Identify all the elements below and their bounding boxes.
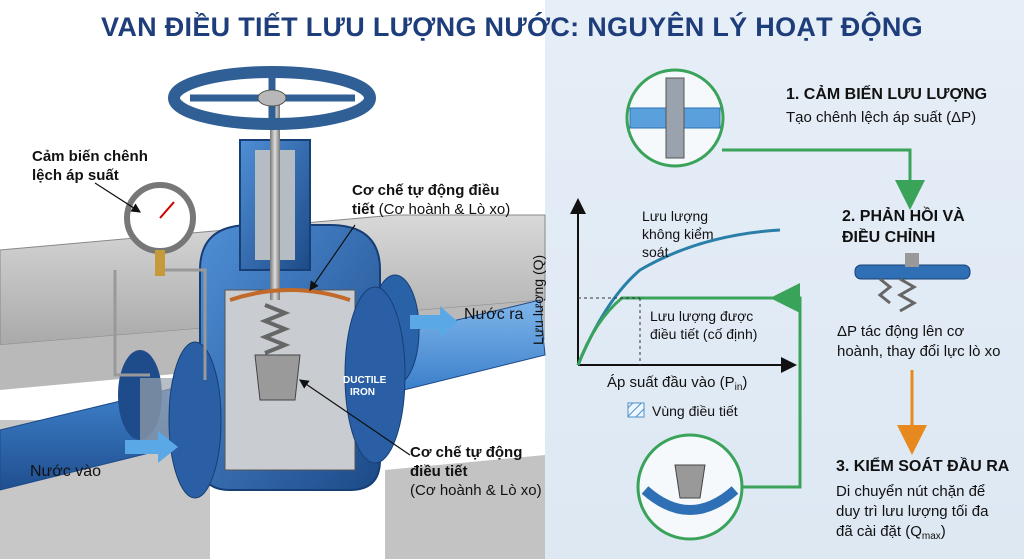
- feedback-arrow: [742, 283, 802, 489]
- step1-to-step2-arrow: [722, 148, 925, 210]
- inlet-label: Nước vào: [30, 463, 101, 480]
- valve-plug-icon: [636, 433, 744, 541]
- step3-subscript: max: [921, 531, 941, 542]
- mechanism-top-line1: Cơ chế tự động điều: [352, 182, 500, 199]
- flow-chart: [570, 198, 797, 418]
- chart-y-label: Lưu lượng (Q): [530, 254, 546, 345]
- step3-text-line2: duy trì lưu lượng tối đa: [836, 503, 989, 520]
- uncontrolled-label-line3: soát: [642, 244, 669, 260]
- step3-text-line3: đã cài đặt (Q: [836, 523, 922, 540]
- mechanism-bottom-line1: Cơ chế tự động: [410, 444, 523, 461]
- step1-text: Tạo chênh lệch áp suất (ΔP): [786, 109, 977, 126]
- sensor-label: Cảm biến chênh lệch áp suất: [32, 147, 148, 185]
- body-mark-line1: DUCTILE: [343, 375, 387, 386]
- body-mark-line2: IRON: [350, 387, 375, 398]
- step3-heading: 3. KIỂM SOÁT ĐẦU RA: [836, 458, 1010, 475]
- mechanism-top-callout-line: [309, 224, 356, 291]
- chart-x-label-text: Áp suất đầu vào (P: [607, 374, 735, 391]
- step2-text: ΔP tác động lên cơ hoành, thay đổi lực l…: [837, 322, 1000, 362]
- sensor-label-line2: lệch áp suất: [32, 167, 119, 184]
- uncontrolled-label: Lưu lượng không kiểm soát: [642, 207, 714, 261]
- step2-heading-line2: ĐIỀU CHỈNH: [842, 229, 936, 246]
- step2-text-line2: hoành, thay đổi lực lò xo: [837, 343, 1001, 360]
- mechanism-top-line2: tiết: [352, 201, 375, 218]
- regulated-label-line2: điều tiết (cố định): [650, 326, 758, 342]
- inlet-flow-arrow: [125, 431, 178, 463]
- step2-heading-line1: 2. PHẢN HỒI VÀ: [842, 208, 965, 225]
- handwheel: [168, 66, 376, 130]
- regulated-label-line1: Lưu lượng được: [650, 308, 754, 324]
- valve-body: [199, 100, 381, 491]
- chart-x-label: Áp suất đầu vào (Pin): [607, 374, 747, 393]
- step3-text-line1: Di chuyển nút chặn để: [836, 483, 986, 500]
- regulated-label: Lưu lượng được điều tiết (cố định): [650, 307, 757, 343]
- legend-label: Vùng điều tiết: [652, 403, 738, 419]
- outlet-label: Nước ra: [464, 306, 524, 323]
- page-title: VAN ĐIỀU TIẾT LƯU LƯỢNG NƯỚC: NGUYÊN LÝ …: [101, 12, 923, 42]
- sensor-callout-line: [94, 182, 142, 213]
- step3-text: Di chuyển nút chặn để duy trì lưu lượng …: [836, 482, 989, 547]
- chart-x-label-sub: in: [734, 382, 743, 393]
- regulated-flow-curve: [576, 296, 780, 366]
- sensor-label-line1: Cảm biến chênh: [32, 148, 148, 165]
- mechanism-bottom-callout-line: [299, 379, 411, 456]
- diaphragm-icon: [854, 253, 971, 313]
- outlet-flow-arrow: [410, 306, 458, 338]
- flange: [168, 286, 406, 499]
- mechanism-top-suffix: (Cơ hoành & Lò xo): [378, 201, 511, 218]
- flow-sensor-icon: [625, 68, 725, 168]
- chart-x-label-tail: ): [742, 374, 748, 391]
- mechanism-bottom-label: Cơ chế tự động điều tiết (Cơ hoành & Lò …: [410, 443, 542, 500]
- mechanism-bottom-suffix: (Cơ hoành & Lò xo): [410, 482, 542, 499]
- step2-text-line1: ΔP tác động lên cơ: [837, 323, 965, 340]
- legend-swatch: [627, 402, 645, 418]
- uncontrolled-label-line2: không kiểm: [642, 226, 714, 242]
- step1-heading: 1. CẢM BIẾN LƯU LƯỢNG: [786, 86, 988, 103]
- step3-tail: ): [940, 523, 946, 540]
- mechanism-bottom-line2: điều tiết: [410, 463, 468, 480]
- uncontrolled-label-line1: Lưu lượng: [642, 208, 709, 224]
- pressure-gauge: [113, 182, 207, 380]
- step2-heading: 2. PHẢN HỒI VÀ ĐIỀU CHỈNH: [842, 206, 965, 248]
- mechanism-top-label: Cơ chế tự động điều tiết (Cơ hoành & Lò …: [352, 181, 510, 219]
